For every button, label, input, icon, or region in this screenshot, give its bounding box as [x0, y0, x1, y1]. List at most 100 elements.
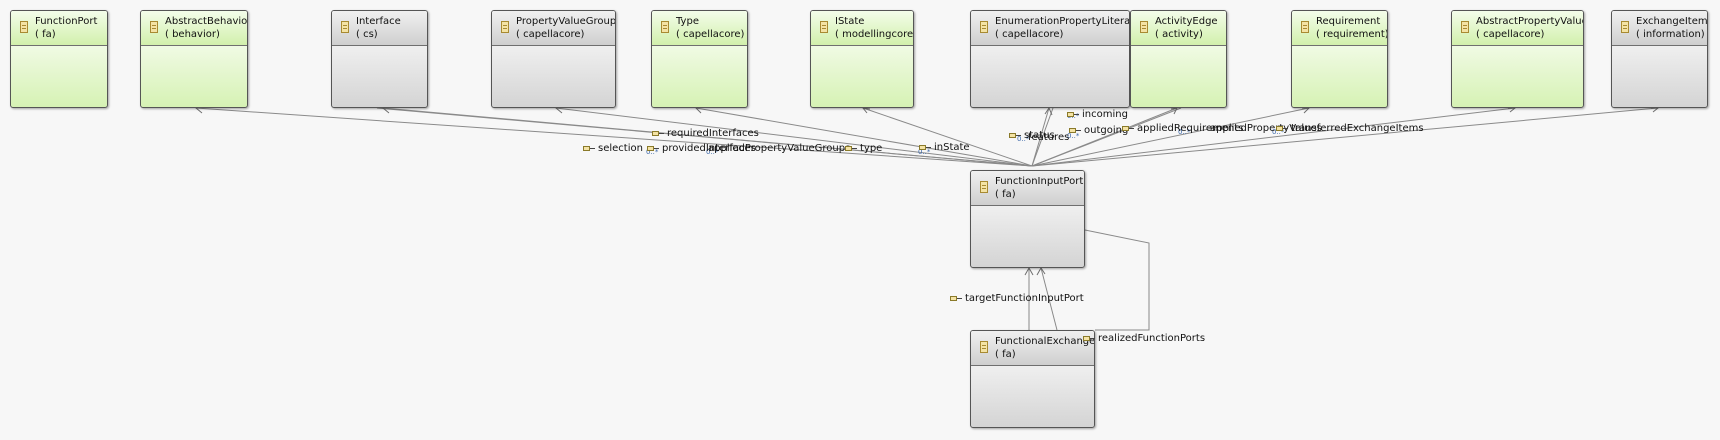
edge-label-text: inState — [934, 142, 970, 153]
class-function-input-port[interactable]: FunctionInputPort ( fa) — [970, 170, 1085, 268]
multiplicity-mark: 0..* — [646, 148, 659, 156]
arrowhead — [1024, 266, 1034, 276]
class-name: Requirement — [1316, 16, 1381, 27]
class-package: ( modellingcore) — [835, 29, 914, 40]
class-header: Type ( capellacore) — [652, 11, 747, 46]
class-package: ( fa) — [995, 349, 1016, 360]
edge-label-text: appliedPropertyValueGroups — [708, 143, 851, 154]
class-header: IState ( modellingcore) — [811, 11, 913, 46]
reference-icon — [647, 145, 659, 152]
reference-icon — [919, 144, 931, 151]
class-header: PropertyValueGroup ( capellacore) — [492, 11, 615, 46]
class-package: ( capellacore) — [995, 29, 1064, 40]
edge-status — [1031, 107, 1050, 167]
class-functional-exchange[interactable]: FunctionalExchange ( fa) — [970, 330, 1095, 428]
class-package: ( information) — [1636, 29, 1705, 40]
edge-provided-interfaces — [376, 107, 1033, 167]
edge-to-abstract-behavior — [195, 107, 1033, 167]
edge-features — [1031, 107, 1054, 167]
edge-label-text: requiredInterfaces — [667, 128, 759, 139]
edge-in-state — [862, 107, 1033, 167]
edge-label-applied-property-value-groups: appliedPropertyValueGroups — [708, 143, 850, 155]
edge-applied-requirements — [1031, 107, 1310, 167]
edge-label-text: selection — [598, 143, 643, 154]
class-header: FunctionInputPort ( fa) — [971, 171, 1084, 206]
arrowhead — [1302, 107, 1311, 114]
edge-label-target-function-input-port: targetFunctionInputPort — [950, 293, 1084, 305]
class-icon — [1301, 21, 1309, 33]
edge-label-text: features — [1028, 132, 1070, 143]
multiplicity-mark: 0..* — [1067, 132, 1080, 140]
class-type[interactable]: Type ( capellacore) — [651, 10, 748, 108]
class-name: AbstractPropertyValue — [1476, 16, 1584, 27]
class-name: ActivityEdge — [1155, 16, 1218, 27]
class-icon — [501, 21, 509, 33]
class-icon — [1461, 21, 1469, 33]
class-icon — [341, 21, 349, 33]
reference-icon — [845, 145, 857, 152]
edge-label-type: type — [845, 143, 882, 155]
edge-label-status: status — [1009, 130, 1055, 142]
class-icon — [150, 21, 158, 33]
edge-label-applied-requirements: appliedRequirements — [1122, 123, 1243, 135]
class-enumeration-property-literal[interactable]: EnumerationPropertyLiteral ( capellacore… — [970, 10, 1130, 108]
arrowhead — [1044, 106, 1053, 116]
class-activity-edge[interactable]: ActivityEdge ( activity) — [1130, 10, 1227, 108]
class-header: Interface ( cs) — [332, 11, 427, 46]
edge-label-selection: selection — [583, 143, 643, 155]
reference-icon — [1067, 111, 1079, 118]
arrowhead — [1651, 107, 1660, 113]
class-header: ActivityEdge ( activity) — [1131, 11, 1226, 46]
class-header: AbstractBehavior ( behavior) — [141, 11, 247, 46]
class-icon — [20, 21, 28, 33]
class-exchange-item[interactable]: ExchangeItem ( information) — [1611, 10, 1708, 108]
class-property-value-group[interactable]: PropertyValueGroup ( capellacore) — [491, 10, 616, 108]
edge-label-features: features — [1028, 132, 1069, 144]
multiplicity-mark: 0..* — [918, 148, 931, 156]
class-icon — [1621, 21, 1629, 33]
edge-label-text: transferredExchangeItems — [1291, 123, 1424, 134]
class-package: ( fa) — [35, 29, 56, 40]
edge-label-text: realizedFunctionPorts — [1098, 333, 1206, 344]
edge-label-text: outgoing — [1084, 125, 1129, 136]
class-requirement[interactable]: Requirement ( requirement) — [1291, 10, 1388, 108]
multiplicity-mark: 0..* — [1017, 135, 1030, 143]
edge-label-text: targetFunctionInputPort — [965, 293, 1084, 304]
class-icon — [980, 21, 988, 33]
class-name: PropertyValueGroup — [516, 16, 616, 27]
reference-icon — [1276, 125, 1288, 132]
class-abstract-behavior[interactable]: AbstractBehavior ( behavior) — [140, 10, 248, 108]
edge-label-provided-interfaces: providedInterfaces — [647, 143, 756, 155]
class-interface[interactable]: Interface ( cs) — [331, 10, 428, 108]
reference-icon — [950, 295, 962, 302]
class-package: ( activity) — [1155, 29, 1203, 40]
class-header: FunctionPort ( fa) — [11, 11, 107, 46]
class-abstract-property-value[interactable]: AbstractPropertyValue ( capellacore) — [1451, 10, 1584, 108]
edge-label-required-interfaces: requiredInterfaces — [652, 128, 759, 140]
reference-icon — [1083, 335, 1095, 342]
edge-type — [695, 107, 1033, 167]
arrowhead — [1508, 107, 1517, 113]
arrowhead — [1170, 107, 1178, 115]
class-package: ( capellacore) — [516, 29, 585, 40]
class-function-port[interactable]: FunctionPort ( fa) — [10, 10, 108, 108]
class-header: EnumerationPropertyLiteral ( capellacore… — [971, 11, 1129, 46]
multiplicity-mark: 0..* — [1272, 128, 1285, 136]
edge-label-text: appliedRequirements — [1137, 123, 1244, 134]
edge-label-transferred-exchange-items: transferredExchangeItems — [1276, 123, 1424, 135]
class-header: Requirement ( requirement) — [1292, 11, 1387, 46]
edge-label-text: providedInterfaces — [662, 143, 756, 154]
class-package: ( capellacore) — [676, 29, 745, 40]
class-icon — [820, 21, 828, 33]
class-name: Interface — [356, 16, 401, 27]
edge-label-text: type — [860, 143, 883, 154]
class-istate[interactable]: IState ( modellingcore) — [810, 10, 914, 108]
class-icon — [661, 21, 669, 33]
class-name: ExchangeItem — [1636, 16, 1708, 27]
class-package: ( requirement) — [1316, 29, 1388, 40]
class-name: EnumerationPropertyLiteral — [995, 16, 1130, 27]
class-icon — [1140, 21, 1148, 33]
edge-label-incoming: incoming — [1067, 109, 1128, 121]
edge-label-text: incoming — [1082, 109, 1128, 120]
